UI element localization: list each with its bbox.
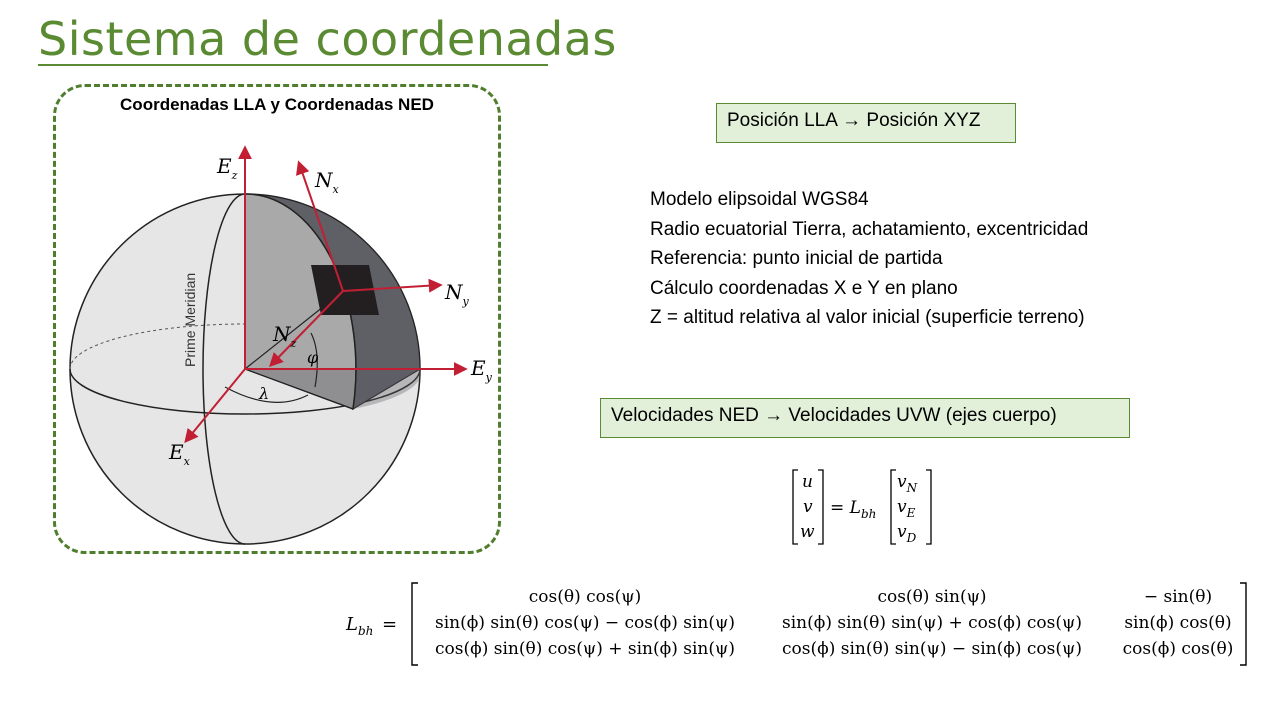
label-ey: Ey bbox=[470, 356, 493, 384]
label-phi: φ bbox=[307, 348, 319, 367]
velocity-u: u bbox=[802, 472, 813, 492]
velocity-vn: vN bbox=[897, 472, 918, 495]
note-line: Cálculo coordenadas X e Y en plano bbox=[650, 277, 958, 299]
label-ex: Ex bbox=[168, 440, 191, 468]
note-line: Referencia: punto inicial de partida bbox=[650, 248, 943, 269]
matrix-equals: = bbox=[382, 614, 397, 635]
nz-axis bbox=[269, 290, 344, 368]
label-lambda: λ bbox=[258, 384, 269, 403]
label-nx: Nx bbox=[314, 168, 340, 196]
label-nz: Nz bbox=[272, 322, 297, 350]
note-line: Modelo elipsoidal WGS84 bbox=[650, 189, 869, 210]
label-ez: Ez bbox=[216, 154, 238, 182]
matrix-r3c3: cos(ϕ) cos(θ) bbox=[1123, 639, 1234, 659]
note-line: Z = altitud relativa al valor inicial (s… bbox=[650, 307, 1085, 328]
model-notes: Modelo elipsoidal WGS84 Radio ecuatorial… bbox=[650, 185, 1088, 333]
matrix-r1c3: − sin(θ) bbox=[1144, 587, 1212, 607]
note-line: Radio ecuatorial Tierra, achatamiento, e… bbox=[650, 218, 1089, 240]
velocity-w: w bbox=[800, 522, 815, 542]
slide-title: Sistema de coordenadas bbox=[38, 12, 617, 66]
matrix-r2c3: sin(ϕ) cos(θ) bbox=[1124, 613, 1231, 633]
matrix-r1c2: cos(θ) sin(ψ) bbox=[877, 587, 986, 607]
ref-line-1 bbox=[244, 368, 354, 410]
lambda-arc bbox=[224, 386, 309, 403]
lla-ned-diagram: Ez Ey Ex Nx Ny Nz φ λ Prime Meridian bbox=[69, 145, 493, 545]
prime-meridian bbox=[202, 193, 246, 545]
title-underline bbox=[38, 64, 548, 66]
velocity-conversion-box: Velocidades NED → Velocidades UVW (ejes … bbox=[600, 398, 1130, 438]
ex-axis bbox=[184, 368, 246, 444]
matrix-lhs: Lbh bbox=[345, 614, 373, 638]
velocity-ve: vE bbox=[897, 497, 916, 520]
rotation-matrix: Lbh = cos(θ) cos(ψ) cos(θ) sin(ψ) − sin(… bbox=[345, 582, 1247, 666]
label-prime-meridian: Prime Meridian bbox=[182, 273, 198, 367]
equator-front bbox=[69, 368, 421, 415]
ny-axis bbox=[342, 278, 443, 293]
matrix-r3c2: cos(ϕ) sin(θ) sin(ψ) − sin(ϕ) cos(ψ) bbox=[782, 639, 1082, 659]
matrix-r2c1: sin(ϕ) sin(θ) cos(ψ) − cos(ϕ) sin(ψ) bbox=[435, 613, 735, 633]
velocity-v: v bbox=[803, 497, 813, 517]
equator-wedge bbox=[245, 369, 420, 409]
velocity-equation: u v w = Lbh vN vE vD bbox=[792, 469, 932, 545]
label-ny: Ny bbox=[444, 280, 470, 308]
panel-caption: Coordenadas LLA y Coordenadas NED bbox=[120, 95, 434, 114]
velocity-vd: vD bbox=[897, 522, 917, 545]
matrix-r3c1: cos(ϕ) sin(θ) cos(ψ) + sin(ϕ) sin(ψ) bbox=[435, 639, 735, 659]
position-conversion-box: Posición LLA → Posición XYZ bbox=[716, 103, 1016, 143]
phi-arc bbox=[310, 332, 318, 388]
matrix-r1c1: cos(θ) cos(ψ) bbox=[529, 587, 641, 607]
velocity-lbh: = Lbh bbox=[830, 498, 876, 521]
nx-axis bbox=[296, 160, 344, 292]
diagram-panel: Coordenadas LLA y Coordenadas NED bbox=[53, 84, 501, 554]
matrix-r2c2: sin(ϕ) sin(θ) sin(ψ) + cos(ϕ) cos(ψ) bbox=[782, 613, 1082, 633]
